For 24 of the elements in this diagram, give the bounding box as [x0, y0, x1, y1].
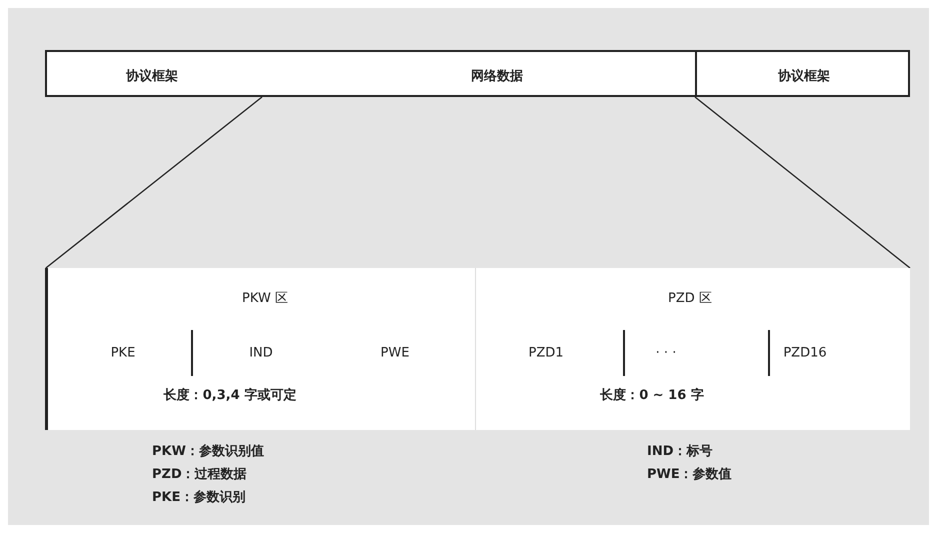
frame-field [45, 268, 476, 430]
field-label: 网络数据 [471, 68, 523, 85]
abbreviation-note: PWE：参数值 [647, 466, 732, 483]
expansion-line [694, 96, 910, 268]
field-label: PZD16 [783, 346, 827, 360]
frame-field [476, 268, 910, 430]
expansion-line [45, 96, 262, 268]
section-title: 协议框架 [778, 68, 830, 85]
abbreviation-note: PKW：参数识别值 [152, 443, 264, 460]
section-title: PKW 区 [242, 290, 288, 307]
abbreviation-note: PKE：参数识别 [152, 489, 246, 506]
frame-field [45, 50, 695, 97]
abbreviation-note: IND：标号 [647, 443, 713, 460]
section-title: 协议框架 [126, 68, 178, 85]
section-title: PZD 区 [668, 290, 712, 307]
field-label: · · · [656, 346, 676, 360]
field-label: 长度：0,3,4 字或可定 [164, 386, 296, 404]
field-label: PWE [380, 346, 410, 360]
field-label: PZD1 [528, 346, 564, 360]
field-label: IND [249, 346, 273, 360]
frame-field [695, 50, 910, 97]
field-label: 长度：0 ~ 16 字 [600, 386, 704, 404]
abbreviation-note: PZD：过程数据 [152, 466, 247, 483]
field-label: PKE [110, 346, 136, 360]
